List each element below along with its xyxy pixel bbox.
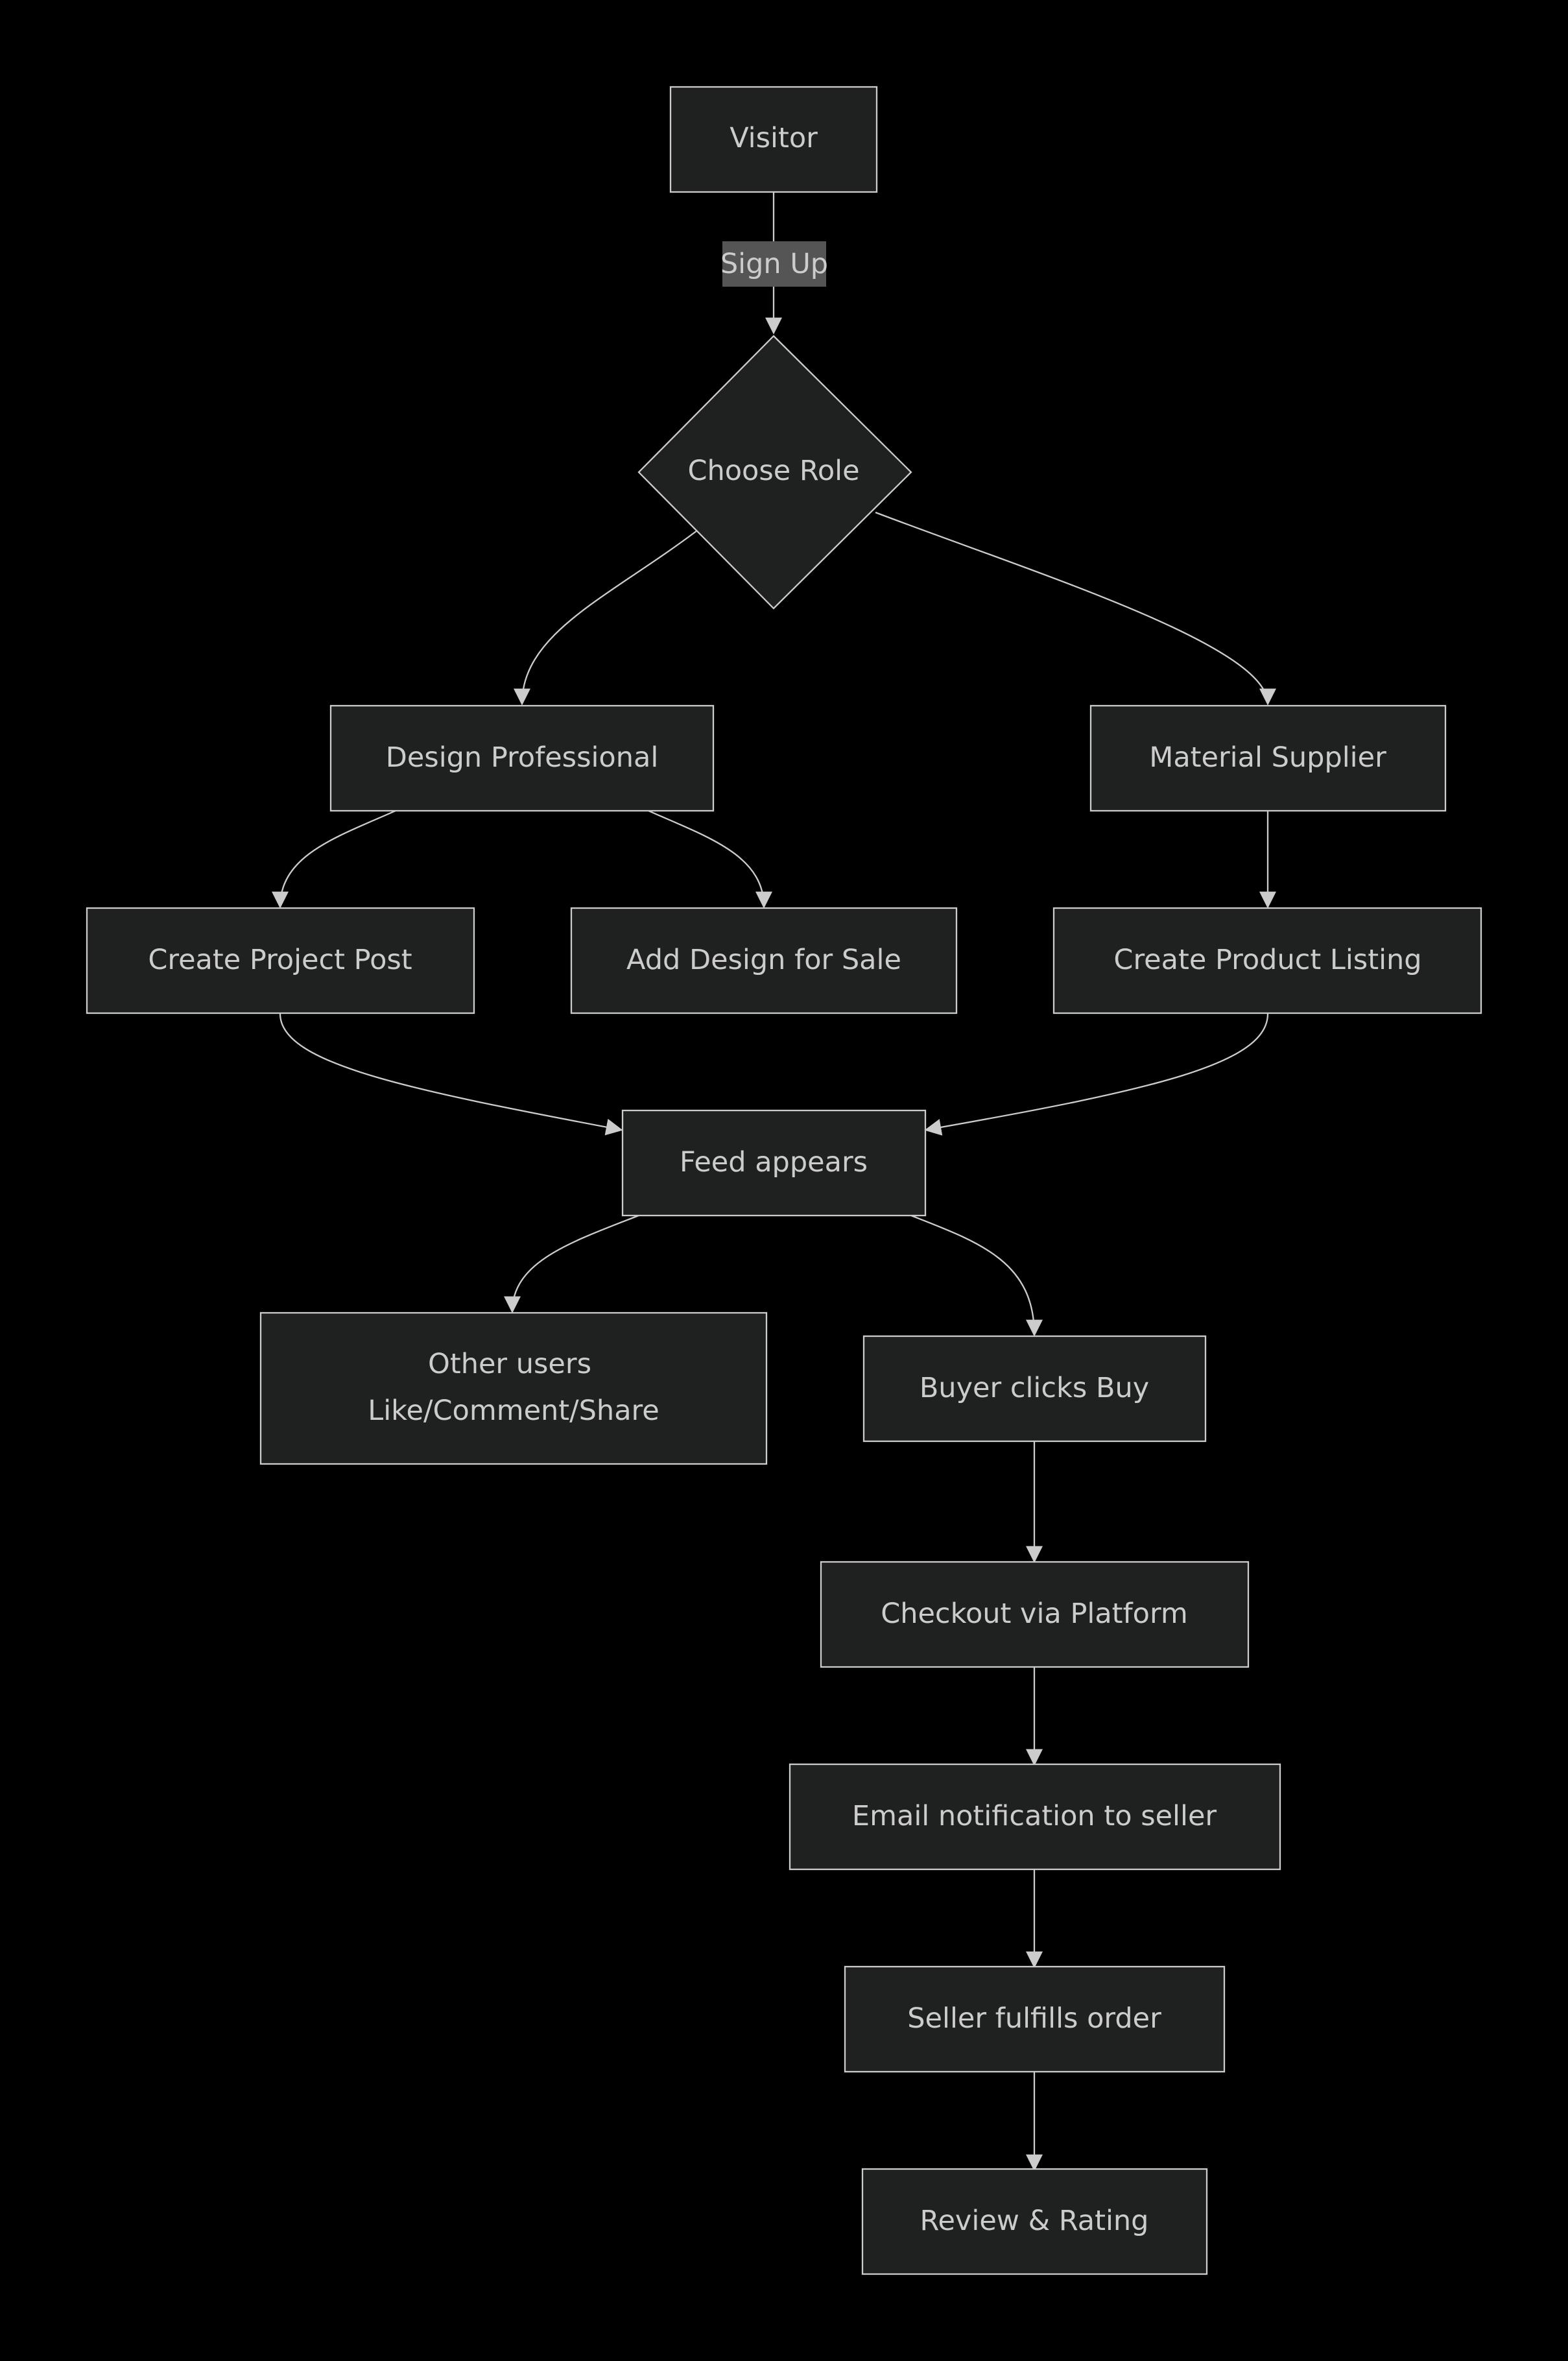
edge-create-product-listing-to-feed (924, 1013, 1269, 1136)
edge-label-sign-up: Sign Up (720, 241, 828, 287)
node-seller-fulfills-order: Seller fulfills order (844, 1965, 1226, 2073)
edge-feed-to-buyer-clicks-buy (910, 1214, 1043, 1337)
edge-design-professional-to-add-design (648, 809, 772, 909)
edge-choose-role-to-design-professional (514, 530, 698, 706)
edge-label-sign-up-text: Sign Up (720, 248, 828, 280)
node-material-supplier: Material Supplier (1089, 704, 1447, 812)
node-other-users-label-line1: Other users (428, 1348, 591, 1380)
node-design-professional-label: Design Professional (386, 741, 659, 774)
node-buyer-clicks-buy: Buyer clicks Buy (862, 1335, 1207, 1443)
node-email-notification-label: Email notification to seller (852, 1800, 1217, 1832)
node-buyer-clicks-buy-label: Buyer clicks Buy (920, 1372, 1149, 1404)
node-visitor-label: Visitor (730, 122, 818, 154)
node-create-project-post: Create Project Post (86, 907, 475, 1014)
node-other-users: Other users Like/Comment/Share (259, 1312, 768, 1465)
node-review-rating-label: Review & Rating (920, 2205, 1149, 2237)
node-add-design-for-sale: Add Design for Sale (570, 907, 958, 1014)
edge-design-professional-to-create-project-post (272, 809, 396, 909)
edge-feed-to-other-users (504, 1214, 639, 1313)
node-email-notification: Email notification to seller (789, 1763, 1281, 1871)
node-checkout-via-platform: Checkout via Platform (820, 1561, 1250, 1668)
node-choose-role: Choose Role (637, 335, 912, 610)
edge-choose-role-to-material-supplier (875, 511, 1276, 706)
node-visitor: Visitor (669, 86, 878, 193)
node-create-product-listing: Create Product Listing (1052, 907, 1482, 1014)
node-design-professional: Design Professional (329, 704, 715, 812)
edge-create-project-post-to-feed (279, 1013, 623, 1136)
node-add-design-for-sale-label: Add Design for Sale (626, 944, 901, 976)
node-choose-role-label: Choose Role (687, 455, 859, 487)
node-other-users-label-line2: Like/Comment/Share (368, 1395, 659, 1427)
node-create-product-listing-label: Create Product Listing (1113, 944, 1421, 976)
node-checkout-via-platform-label: Checkout via Platform (881, 1598, 1188, 1630)
node-seller-fulfills-order-label: Seller fulfills order (907, 2002, 1161, 2035)
node-feed-appears-label: Feed appears (680, 1146, 868, 1179)
node-review-rating: Review & Rating (861, 2168, 1208, 2275)
node-create-project-post-label: Create Project Post (148, 944, 412, 976)
node-material-supplier-label: Material Supplier (1149, 741, 1386, 774)
node-feed-appears: Feed appears (621, 1109, 927, 1217)
